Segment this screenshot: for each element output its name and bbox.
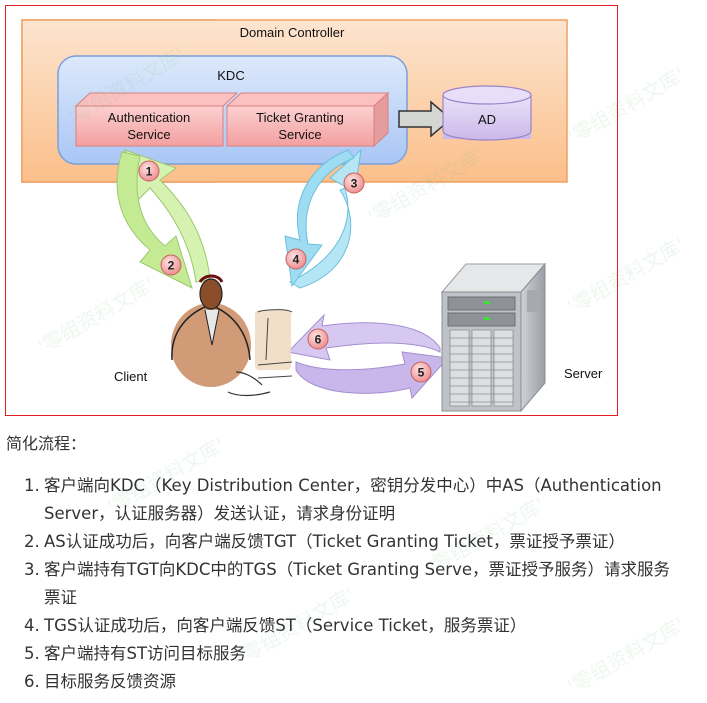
tgs-label-line2: Service — [278, 127, 321, 142]
steps-list: 1. 客户端向KDC（Key Distribution Center，密钥分发中… — [20, 472, 707, 696]
svg-text:4: 4 — [293, 253, 300, 267]
ticket-granting-service-block: Ticket Granting Service — [225, 91, 390, 148]
diagram-frame — [5, 5, 618, 416]
step-text-cont: 票证 — [44, 588, 77, 607]
step-badge-3: 3 — [343, 172, 365, 194]
step-number: 2. — [24, 532, 40, 551]
step-badge-6: 6 — [307, 328, 329, 350]
step-item: 2. AS认证成功后，向客户端反馈TGT（Ticket Granting Tic… — [20, 528, 707, 556]
step-number: 6. — [24, 672, 40, 691]
step-badge-4: 4 — [285, 248, 307, 270]
step-number: 1. — [24, 476, 40, 495]
domain-controller-label: Domain Controller — [240, 25, 345, 40]
step-badge-2: 2 — [160, 254, 182, 276]
as-exchange-arrows — [116, 149, 211, 289]
step-badge-1: 1 — [138, 160, 160, 182]
step-number: 4. — [24, 616, 40, 635]
as-label-line2: Service — [127, 127, 170, 142]
ad-label: AD — [478, 112, 496, 127]
kerberos-diagram: Domain Controller KDC Authentication Ser… — [21, 19, 603, 413]
svg-text:1: 1 — [146, 165, 153, 179]
svg-text:3: 3 — [351, 177, 358, 191]
as-label-line1: Authentication — [108, 110, 190, 125]
authentication-service-block: Authentication Service — [74, 92, 239, 147]
step-text: AS认证成功后，向客户端反馈TGT（Ticket Granting Ticket… — [44, 532, 625, 551]
step-number: 3. — [24, 560, 40, 579]
svg-text:2: 2 — [168, 259, 175, 273]
step-item: 5. 客户端持有ST访问目标服务 — [20, 640, 707, 668]
step-text: 客户端持有ST访问目标服务 — [44, 644, 247, 663]
step-item: 6. 目标服务反馈资源 — [20, 668, 707, 696]
step-item: 3. 客户端持有TGT向KDC中的TGS（Ticket Granting Ser… — [20, 556, 707, 612]
client-user-at-computer-icon — [171, 274, 293, 397]
step-item: 4. TGS认证成功后，向客户端反馈ST（Service Ticket，服务票证… — [20, 612, 707, 640]
arrow-3-icon — [288, 148, 362, 289]
step-text: 目标服务反馈资源 — [44, 672, 176, 691]
arrow-to-ad-icon — [398, 100, 453, 138]
step-number: 5. — [24, 644, 40, 663]
step-badge-5: 5 — [410, 361, 432, 383]
svg-text:6: 6 — [315, 333, 322, 347]
tgs-label-line1: Ticket Granting — [256, 110, 344, 125]
step-text-cont: Server，认证服务器）发送认证，请求身份证明 — [44, 504, 396, 523]
server-tower-icon — [440, 262, 547, 413]
svg-text:5: 5 — [418, 366, 425, 380]
step-item: 1. 客户端向KDC（Key Distribution Center，密钥分发中… — [20, 472, 707, 528]
kdc-label: KDC — [217, 68, 244, 83]
server-label: Server — [564, 366, 603, 381]
step-text: 客户端持有TGT向KDC中的TGS（Ticket Granting Serve，… — [44, 560, 670, 579]
client-label: Client — [114, 369, 148, 384]
active-directory-database: AD — [442, 85, 532, 141]
step-text: 客户端向KDC（Key Distribution Center，密钥分发中心）中… — [44, 476, 662, 495]
intro-heading: 简化流程： — [6, 434, 87, 453]
arrow-2-icon — [116, 151, 193, 289]
server-exchange-arrows — [286, 313, 450, 400]
step-text: TGS认证成功后，向客户端反馈ST（Service Ticket，服务票证） — [44, 616, 527, 635]
